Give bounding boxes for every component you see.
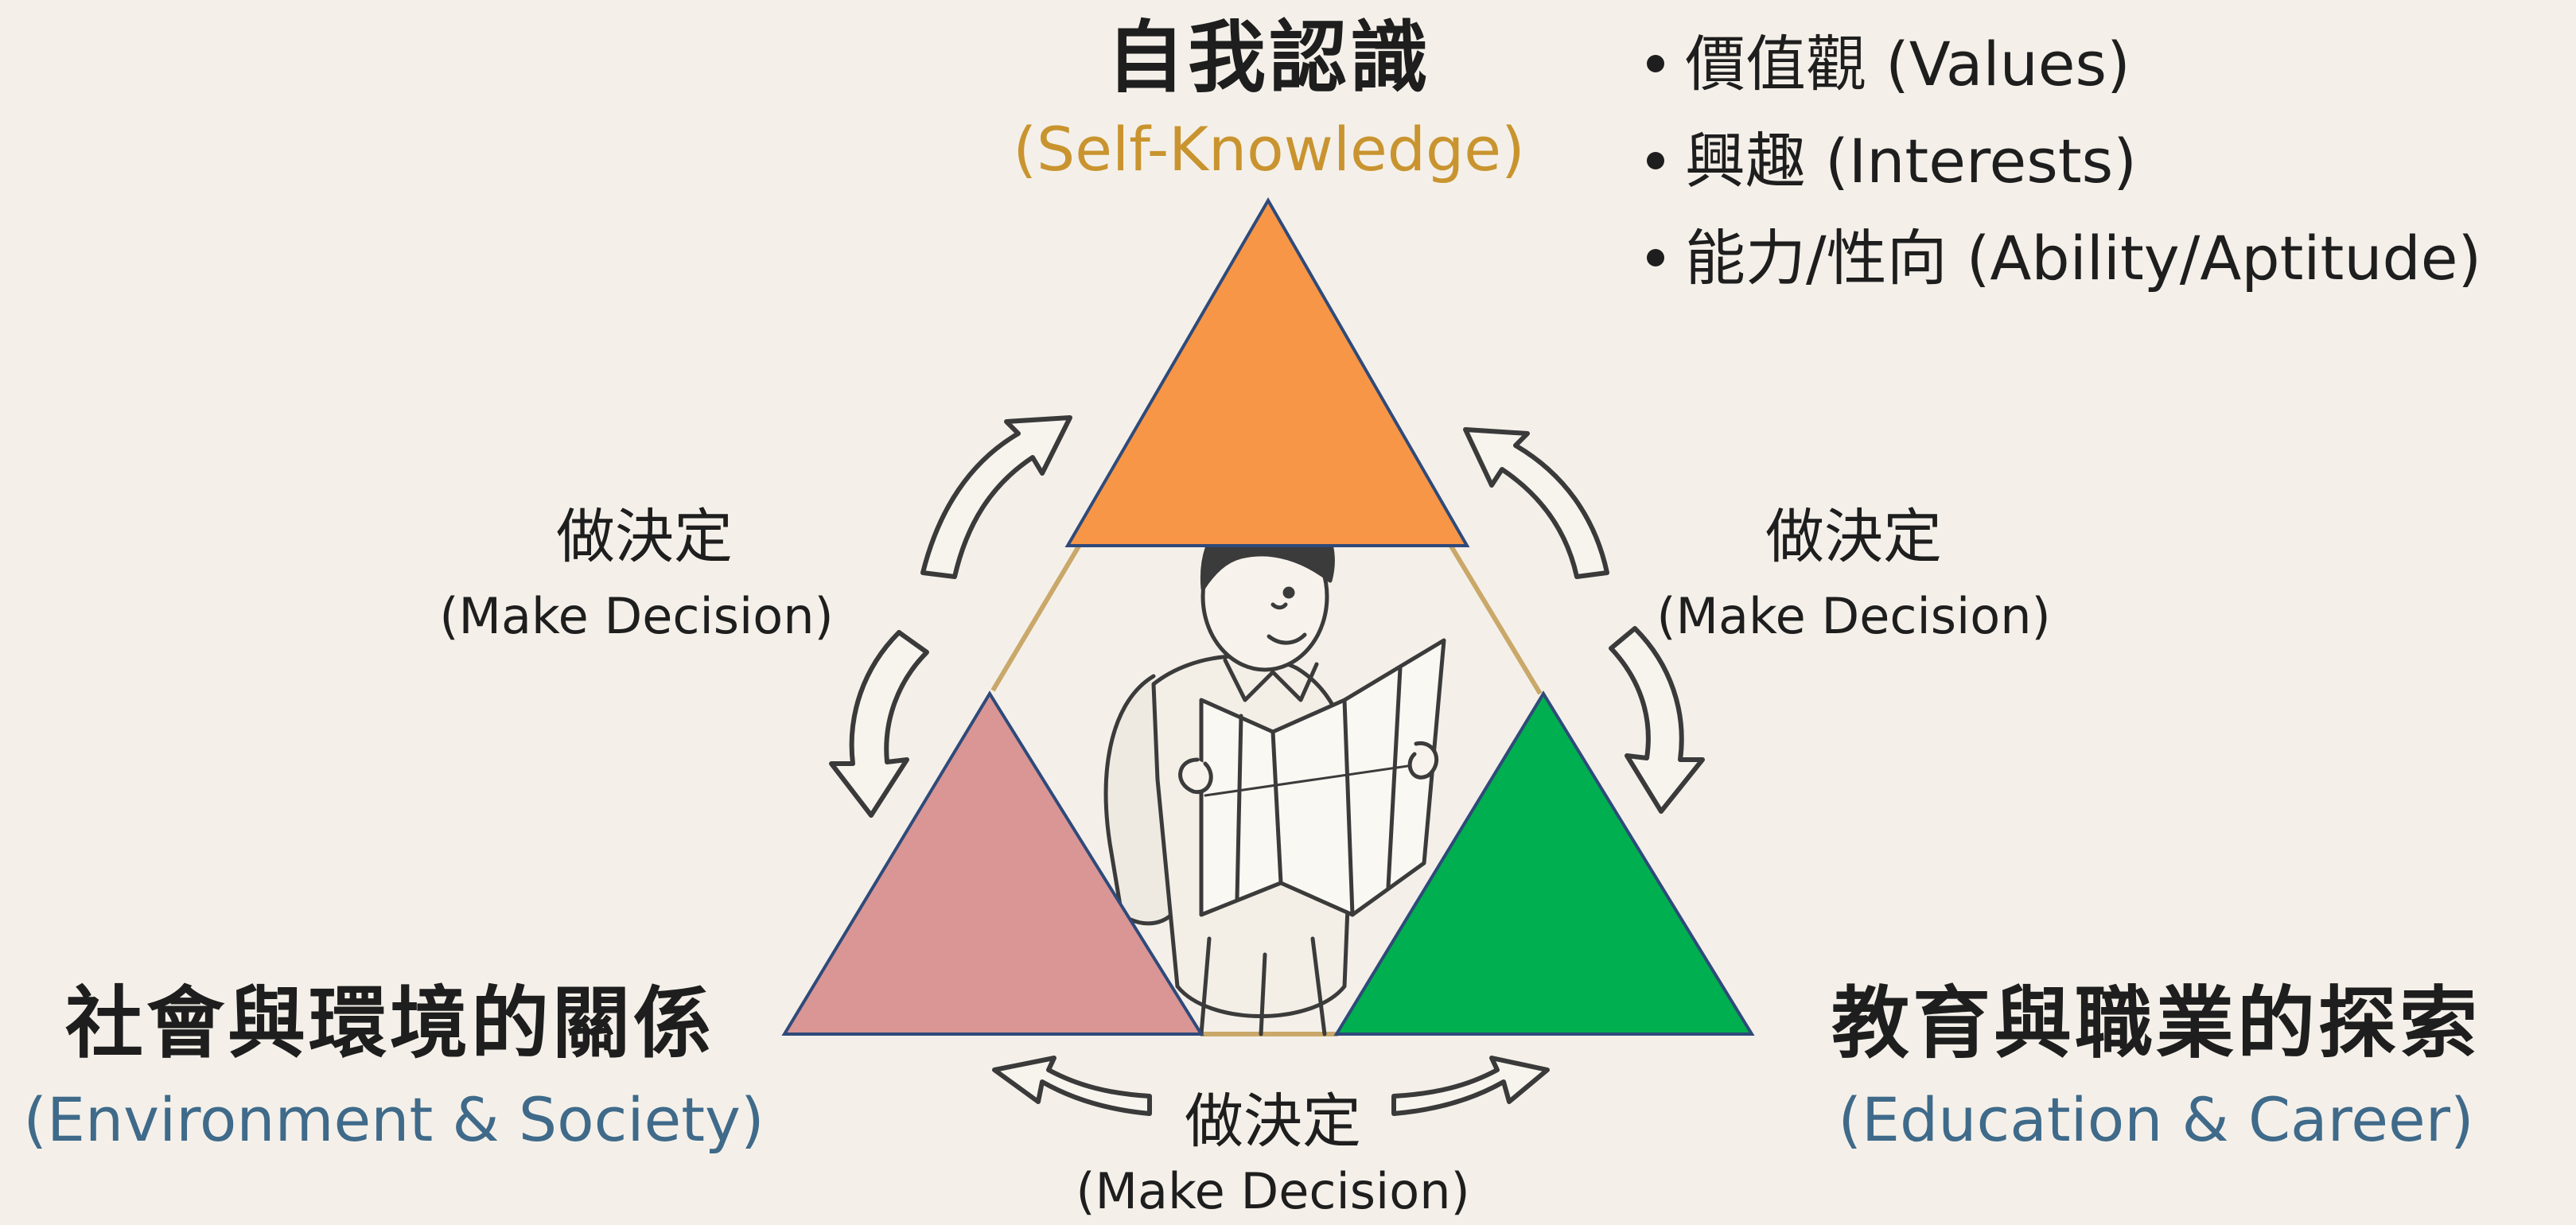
self-knowledge-triangle [1064,197,1470,547]
environment-society-triangle [781,690,1204,1036]
decision-right-en: (Make Decision) [1656,587,2051,645]
bullet-values: 價值觀 (Values) [1647,16,2481,113]
arrow-upper-right-icon [1463,427,1609,579]
self-knowledge-title-zh: 自我認識 [1106,13,1431,103]
bullet-dot-icon [1647,55,1664,72]
arrow-lower-right-icon [1609,626,1705,814]
education-career-title-en: (Education & Career) [1838,1084,2474,1155]
bullet-interests-text: 興趣 (Interests) [1685,126,2137,196]
decision-left-en: (Make Decision) [439,587,834,645]
bullet-ability-text: 能力/性向 (Ability/Aptitude) [1685,223,2482,294]
education-career-title-zh: 教育與職業的探索 [1831,978,2481,1069]
decision-bottom-zh: 做決定 [1185,1087,1361,1156]
self-knowledge-bullet-list: 價值觀 (Values) 興趣 (Interests) 能力/性向 (Abili… [1647,16,2481,307]
bullet-dot-icon [1647,152,1664,169]
traveler-illustration [1103,501,1446,1036]
arrow-bottom-right-icon [1391,1056,1550,1116]
outer-triangle-lines [990,539,1543,1036]
arrow-lower-left-icon [829,630,929,818]
bullet-interests: 興趣 (Interests) [1647,113,2481,210]
decision-left-zh: 做決定 [556,503,733,571]
environment-society-title-en: (Environment & Society) [23,1084,765,1155]
bullet-values-text: 價值觀 (Values) [1685,29,2130,99]
bullet-dot-icon [1647,249,1664,266]
self-knowledge-title-en: (Self-Knowledge) [1013,114,1525,185]
arrow-upper-left-icon [920,415,1072,579]
decision-arrows [829,415,1705,1116]
environment-society-title-zh: 社會與環境的關係 [64,978,714,1069]
decision-right-zh: 做決定 [1765,503,1942,571]
decision-bottom-en: (Make Decision) [1076,1162,1470,1220]
bullet-ability: 能力/性向 (Ability/Aptitude) [1647,210,2481,307]
education-career-triangle [1333,690,1755,1036]
arrow-bottom-left-icon [992,1056,1152,1116]
